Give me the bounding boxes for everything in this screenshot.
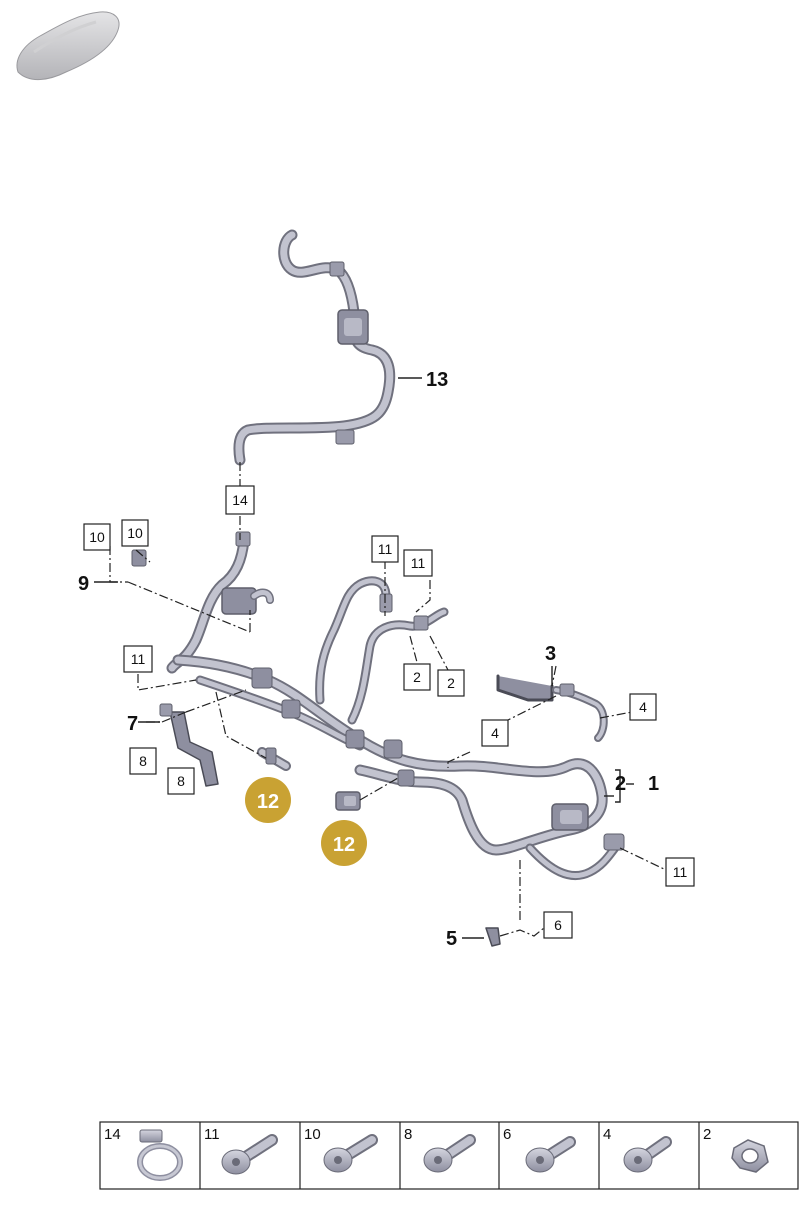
callout-box-10-left: 10 [83,523,111,551]
legend-cell-11: 11 [204,1126,278,1175]
svg-text:10: 10 [127,525,143,541]
svg-text:12: 12 [257,791,279,813]
callout-5: 5 [446,928,457,950]
callout-box-11-d: 11 [665,857,695,887]
car-silhouette-icon [16,11,120,80]
bracket-5 [485,927,501,947]
svg-text:12: 12 [333,834,355,856]
callout-box-8-b: 8 [167,767,195,795]
svg-text:11: 11 [673,864,688,880]
bolt-icon [623,1136,672,1173]
badge-12-right: 12 [321,820,367,866]
svg-text:11: 11 [411,555,426,571]
svg-text:4: 4 [491,725,499,741]
svg-text:4: 4 [603,1126,611,1143]
callout-13: 13 [426,369,448,391]
sensor-12-right [335,791,361,811]
callout-3: 3 [545,643,556,665]
callout-9: 9 [78,573,89,595]
boxed-callouts: 14 10 10 11 11 11 2 2 [83,485,695,939]
callout-2-main: 2 [615,773,626,795]
legend-cell-6: 6 [503,1126,576,1173]
svg-text:8: 8 [404,1126,412,1143]
callout-box-11-c: 11 [123,645,153,673]
sensor-12-left [257,747,291,771]
legend-cell-2: 2 [703,1126,769,1173]
svg-text:8: 8 [139,753,147,769]
coolant-lines-assembly [131,229,625,947]
coolant-line-main [172,654,625,881]
callout-box-11-a: 11 [371,535,399,563]
callout-ticks [94,377,634,939]
callout-box-10-right: 10 [121,519,149,547]
legend-cell-8: 8 [404,1126,476,1173]
bolt-icon [525,1136,576,1173]
svg-text:8: 8 [177,773,185,789]
fastener-legend: 14 11 10 [99,1121,799,1190]
coolant-pump-group [131,531,274,674]
bracket-8 [159,703,219,787]
svg-text:10: 10 [89,529,105,545]
hex-nut-icon [731,1139,769,1173]
svg-text:10: 10 [304,1126,321,1143]
highlight-badges: 12 12 [245,777,367,866]
svg-text:11: 11 [378,541,393,557]
callout-box-6: 6 [543,911,573,939]
callout-7: 7 [127,713,138,735]
bracket-3 [496,674,608,742]
callout-box-2-a: 2 [403,663,431,691]
svg-text:2: 2 [413,669,421,685]
svg-text:11: 11 [204,1126,220,1143]
badge-12-left: 12 [245,777,291,823]
svg-text:6: 6 [554,917,562,933]
callout-box-11-b: 11 [403,549,433,577]
bolt-icon [221,1134,278,1175]
bolt-icon [323,1134,378,1173]
callout-box-8-a: 8 [129,747,157,775]
callout-box-14: 14 [225,485,255,515]
svg-text:11: 11 [131,651,146,667]
coolant-line-13 [233,229,396,466]
svg-text:6: 6 [503,1126,511,1143]
svg-text:4: 4 [639,699,647,715]
svg-text:14: 14 [232,492,248,508]
legend-cell-10: 10 [304,1126,378,1173]
legend-cell-14: 14 [104,1126,183,1181]
svg-text:2: 2 [447,675,455,691]
legend-cell-4: 4 [603,1126,672,1173]
callout-box-4-b: 4 [481,719,509,747]
svg-text:2: 2 [703,1126,711,1143]
callout-box-4-a: 4 [629,693,657,721]
coolant-line-loop [315,576,449,725]
callout-box-2-b: 2 [437,669,465,697]
bolt-icon [423,1134,476,1173]
callout-1: 1 [648,773,659,795]
svg-text:14: 14 [104,1126,121,1143]
hose-clamp-icon [137,1129,183,1181]
